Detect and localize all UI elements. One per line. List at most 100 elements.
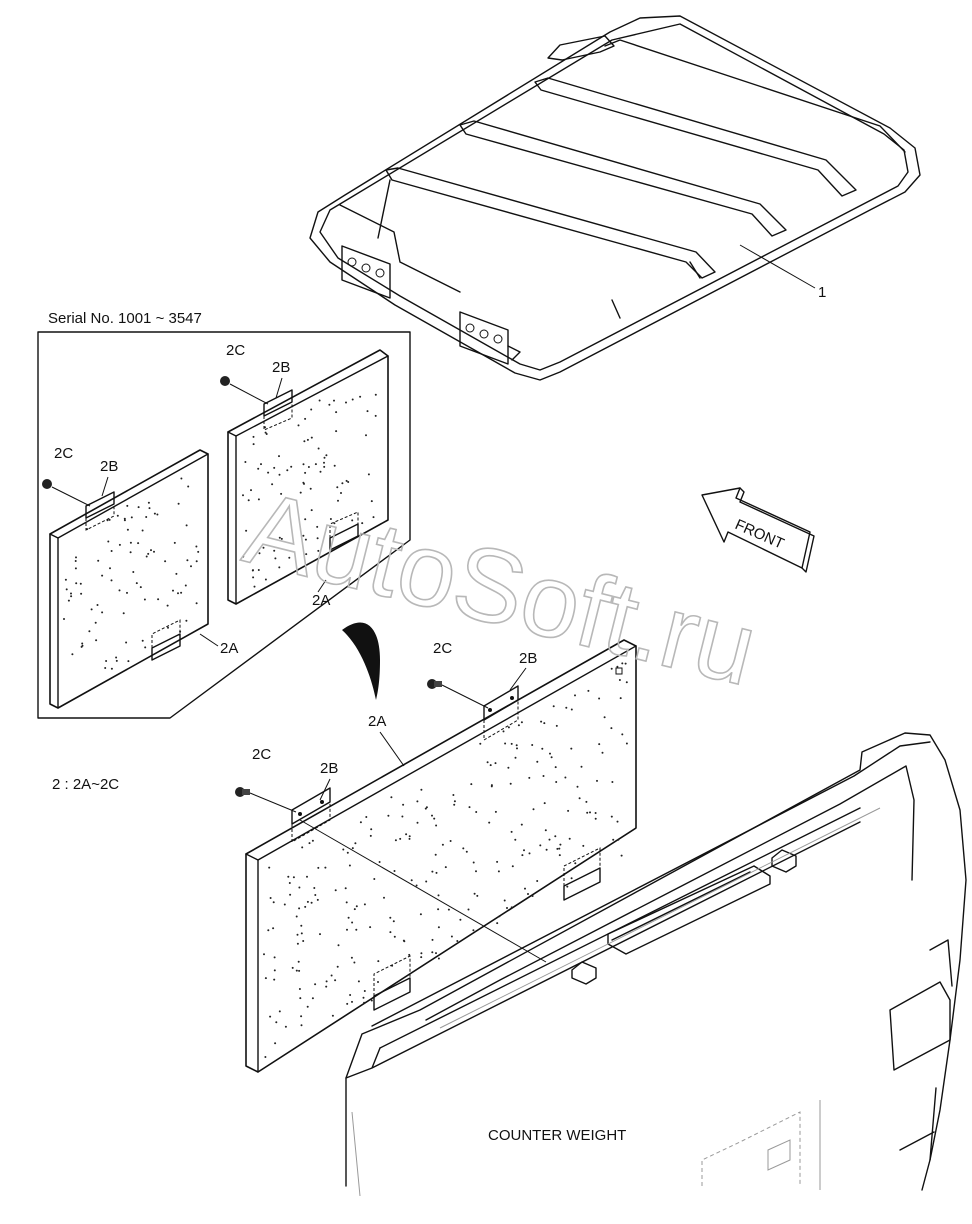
texture-dot	[310, 436, 313, 439]
texture-dot	[447, 908, 450, 911]
texture-dot	[150, 549, 152, 552]
texture-dot	[416, 821, 419, 824]
texture-dot	[306, 438, 309, 441]
texture-dot	[172, 589, 174, 592]
texture-dot	[377, 960, 380, 963]
texture-dot	[291, 966, 294, 969]
texture-dot	[272, 901, 275, 904]
texture-dot	[283, 903, 286, 906]
texture-dot	[345, 479, 348, 482]
texture-dot	[268, 866, 271, 869]
texture-dot	[75, 556, 77, 559]
texture-dot	[316, 898, 319, 901]
texture-dot	[540, 720, 543, 723]
texture-dot	[621, 733, 624, 736]
texture-dot	[314, 894, 317, 896]
texture-dot	[437, 926, 440, 929]
texture-dot	[345, 901, 348, 904]
texture-dot	[304, 538, 307, 541]
watermark-text: AutoSoft.ru	[234, 470, 767, 708]
callout-main-bolt-left: 2C	[252, 746, 271, 763]
texture-dot	[323, 465, 326, 468]
texture-dot	[260, 463, 262, 466]
texture-dot	[369, 834, 372, 837]
inset-panel-upper: 2C 2B 2A	[220, 342, 389, 609]
texture-dot	[344, 887, 347, 890]
texture-dot	[390, 796, 393, 799]
texture-dot	[63, 618, 65, 620]
callout-inset-panel-lower: 2A	[220, 640, 238, 657]
texture-dot	[528, 776, 531, 779]
texture-dot	[143, 598, 146, 601]
main-bolt-left-2c	[235, 787, 250, 797]
texture-dot	[449, 840, 452, 842]
texture-dot	[589, 811, 591, 814]
texture-dot	[310, 509, 313, 512]
texture-dot	[574, 862, 577, 865]
texture-dot	[497, 870, 500, 873]
texture-dot	[105, 660, 108, 662]
texture-dot	[378, 861, 381, 863]
texture-dot	[345, 401, 347, 404]
texture-dot	[74, 560, 77, 562]
texture-dot	[336, 965, 339, 968]
texture-dot	[433, 817, 436, 820]
inset-title: Serial No. 1001 ~ 3547	[48, 310, 202, 327]
texture-dot	[435, 952, 437, 955]
texture-dot	[363, 990, 366, 992]
texture-dot	[70, 595, 73, 598]
texture-dot	[116, 514, 119, 517]
texture-dot	[302, 534, 305, 537]
texture-dot	[316, 537, 319, 540]
texture-dot	[275, 1021, 278, 1024]
texture-dot	[453, 800, 456, 803]
texture-dot	[292, 876, 295, 879]
texture-dot	[264, 977, 267, 980]
counterweight-lug-right	[771, 849, 797, 873]
texture-dot	[153, 512, 156, 515]
inset-bolt-lower-2c	[42, 479, 52, 489]
texture-dot	[544, 829, 547, 832]
texture-dot	[257, 467, 260, 470]
texture-dot	[299, 491, 302, 494]
texture-dot	[295, 915, 298, 918]
texture-dot	[366, 410, 369, 413]
callout-main-hinge-left: 2B	[320, 760, 338, 777]
texture-dot	[374, 414, 377, 417]
texture-dot	[273, 956, 276, 959]
texture-dot	[70, 592, 72, 595]
texture-dot	[361, 522, 364, 525]
texture-dot	[280, 537, 283, 540]
texture-dot	[278, 473, 281, 476]
texture-dot	[304, 417, 307, 420]
texture-dot	[612, 838, 615, 841]
texture-dot	[387, 814, 390, 817]
texture-dot	[353, 961, 356, 964]
texture-dot	[141, 639, 144, 642]
texture-dot	[415, 884, 418, 887]
texture-dot	[252, 576, 255, 579]
texture-dot	[625, 681, 628, 684]
texture-dot	[570, 708, 573, 711]
texture-dot	[101, 574, 104, 577]
texture-dot	[510, 742, 513, 745]
texture-dot	[145, 516, 148, 518]
texture-dot	[552, 705, 555, 708]
texture-dot	[498, 915, 501, 918]
texture-dot	[467, 908, 470, 911]
texture-dot	[507, 726, 510, 729]
texture-dot	[129, 541, 132, 544]
texture-dot	[410, 879, 413, 882]
texture-dot	[507, 766, 510, 769]
texture-dot	[317, 866, 320, 869]
texture-dot	[129, 551, 132, 554]
texture-dot	[115, 659, 118, 662]
texture-dot	[122, 612, 125, 615]
texture-dot	[185, 619, 188, 622]
texture-dot	[184, 584, 187, 587]
texture-dot	[514, 756, 517, 759]
texture-dot	[555, 781, 558, 783]
texture-dot	[598, 697, 601, 700]
texture-dot	[564, 776, 567, 779]
texture-dot	[531, 744, 534, 746]
